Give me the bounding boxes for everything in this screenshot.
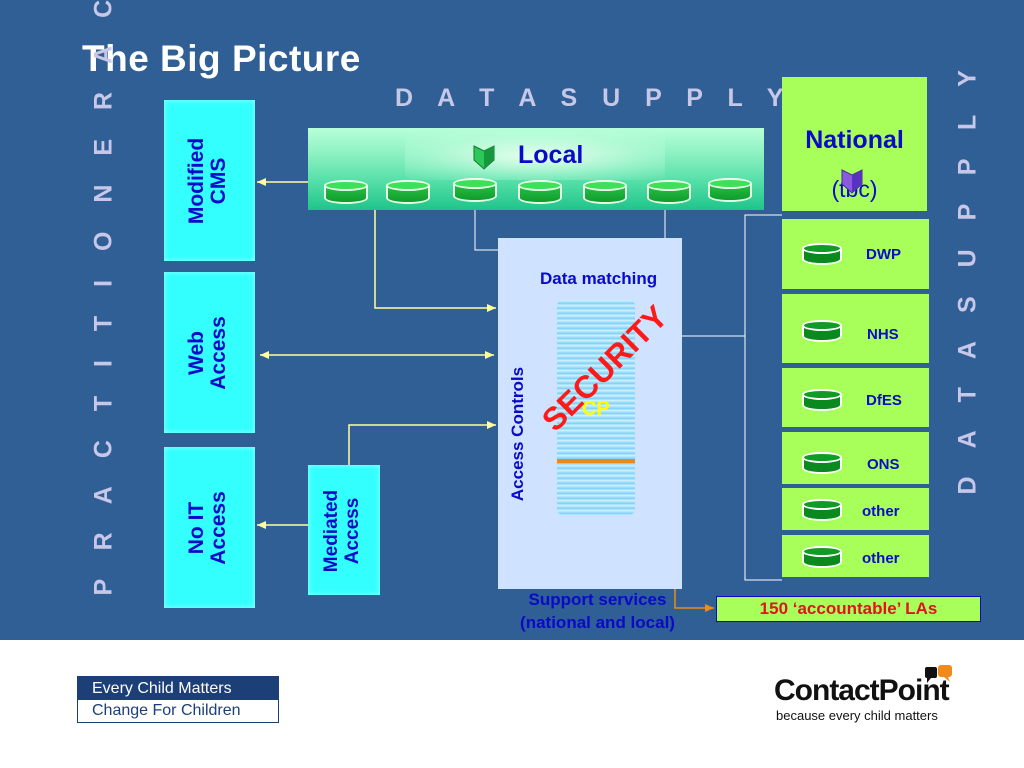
- database-icon: [386, 180, 430, 204]
- line-local-to-cp: [474, 210, 498, 251]
- cp-label: CP: [582, 398, 610, 420]
- arrow-local-to-cp: [374, 210, 496, 312]
- database-icon: [518, 180, 562, 204]
- source-name: DfES: [866, 392, 902, 409]
- no-it-access-box: [164, 447, 255, 608]
- ecm-line-2: Change For Children: [78, 700, 278, 722]
- database-icon: [802, 389, 842, 411]
- mediated-access-label: Mediated Access: [321, 489, 363, 573]
- modified-cms-box: [164, 100, 255, 261]
- database-icon: [802, 546, 842, 568]
- speech-bubbles-icon: [925, 665, 952, 683]
- shield-down-icon: [473, 145, 495, 170]
- database-stack-icon: [557, 300, 635, 515]
- ecm-line-1: Every Child Matters: [78, 677, 278, 700]
- web-access-label: Web Access: [185, 316, 230, 390]
- national-label: National: [805, 126, 904, 154]
- line-national-sources: [744, 215, 782, 581]
- accountable-las-box: 150 ‘accountable’ LAs: [716, 596, 981, 622]
- data-matching-label: Data matching: [540, 269, 658, 288]
- database-icon: [802, 452, 842, 474]
- mediated-access-box: [308, 465, 380, 595]
- database-icon: [708, 178, 752, 202]
- source-name: other: [862, 550, 900, 567]
- shield-down-icon: [841, 169, 863, 194]
- source-name: NHS: [867, 326, 899, 343]
- database-icon: [802, 499, 842, 521]
- no-it-access-label: No IT Access: [185, 491, 230, 565]
- database-icon: [324, 180, 368, 204]
- page-title: The Big Picture: [82, 38, 361, 79]
- contactpoint-brand: ContactPoint: [774, 674, 950, 707]
- source-name: DWP: [866, 246, 901, 263]
- database-icon: [802, 243, 842, 265]
- support-services-line2: (national and local): [520, 613, 675, 632]
- contactpoint-tagline: because every child matters: [776, 708, 938, 723]
- local-label: Local: [518, 141, 584, 169]
- database-icon: [583, 180, 627, 204]
- database-icon: [802, 320, 842, 342]
- support-services-line1: Support services: [528, 590, 667, 609]
- support-services-label: Support services (national and local): [490, 588, 705, 634]
- database-icon: [453, 178, 497, 202]
- every-child-matters-logo: Every Child Matters Change For Children: [77, 676, 279, 723]
- arrow-mediated-to-cp: [348, 421, 496, 465]
- data-supply-label-top: D A T A S U P P L Y: [395, 84, 793, 112]
- line-cp-to-national: [682, 214, 782, 337]
- source-name: ONS: [867, 456, 900, 473]
- stack-divider: [557, 459, 635, 463]
- web-access-box: [164, 272, 255, 433]
- access-controls-label: Access Controls: [508, 366, 527, 502]
- slide-background: The Big Picture D A T A S U P P L Y P R …: [0, 0, 1024, 640]
- database-icon: [647, 180, 691, 204]
- modified-cms-label: Modified CMS: [185, 137, 230, 225]
- source-name: other: [862, 503, 900, 520]
- local-glow: [405, 132, 665, 180]
